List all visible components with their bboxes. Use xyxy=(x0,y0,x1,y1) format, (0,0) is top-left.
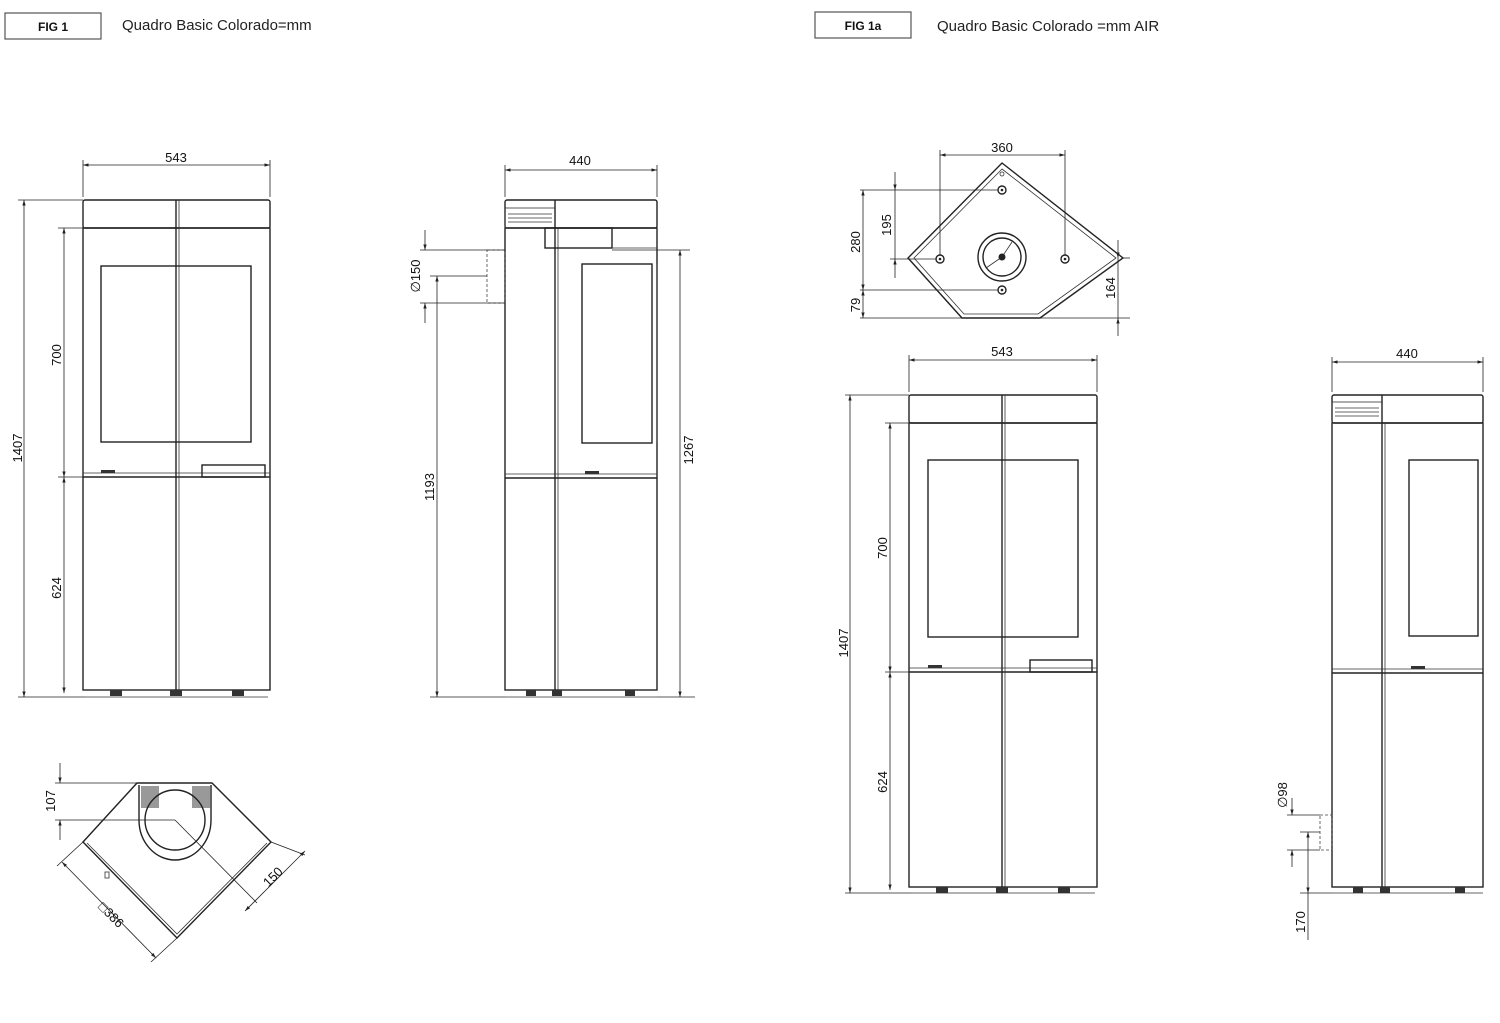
fig1-label-box xyxy=(4,12,102,40)
fig1a-label-box xyxy=(814,11,912,39)
fig1a-top-d79: 79 xyxy=(848,298,863,312)
fig1a-front-view: 543 1407 700 624 xyxy=(836,344,1098,894)
fig1a-top-view: 360 195 280 79 164 xyxy=(848,140,1130,336)
fig1a-front-lower: 624 xyxy=(875,771,890,793)
fig1-top-base: □386 xyxy=(95,899,126,930)
fig1-header: FIG 1 Quadro Basic Colorado=mm xyxy=(4,12,312,40)
fig1-front-view: 543 1407 700 624 xyxy=(10,150,271,698)
fig1a-top-d280: 280 xyxy=(848,231,863,253)
fig1a-top-width: 360 xyxy=(991,140,1013,155)
fig1a-top-d195: 195 xyxy=(879,214,894,236)
fig1-label: FIG 1 xyxy=(38,20,68,34)
fig1a-side-air-diameter: ∅98 xyxy=(1275,782,1290,808)
fig1a-top-d164: 164 xyxy=(1103,277,1118,299)
fig1a-label: FIG 1a xyxy=(845,19,882,33)
fig1-side-view: 440 ∅150 1193 1267 xyxy=(408,153,696,698)
fig1-title: Quadro Basic Colorado=mm xyxy=(122,17,312,34)
fig1-front-width: 543 xyxy=(165,150,187,165)
fig1-side-flue-diameter: ∅150 xyxy=(408,259,423,292)
fig1a-title: Quadro Basic Colorado =mm AIR xyxy=(937,18,1159,35)
fig1a-side-view: 440 ∅98 170 xyxy=(1275,346,1484,940)
fig1a-front-upper: 700 xyxy=(875,537,890,559)
fig1-top-view: 107 150 □386 xyxy=(43,763,306,963)
fig1a-side-air-height: 170 xyxy=(1293,911,1308,933)
fig1-front-lower: 624 xyxy=(49,577,64,599)
fig1-top-offset: 107 xyxy=(43,790,58,812)
fig1-top-flue: 150 xyxy=(260,864,286,890)
fig1-side-depth: 440 xyxy=(569,153,591,168)
fig1-side-total-height: 1267 xyxy=(681,436,696,465)
fig1a-front-width: 543 xyxy=(991,344,1013,359)
fig1-side-flue-height: 1193 xyxy=(422,473,437,501)
fig1a-front-height: 1407 xyxy=(836,629,851,658)
fig1-front-height: 1407 xyxy=(10,434,25,463)
fig1a-header: FIG 1a Quadro Basic Colorado =mm AIR xyxy=(814,11,1159,39)
fig1a-side-depth: 440 xyxy=(1396,346,1418,361)
fig1-front-upper: 700 xyxy=(49,344,64,366)
